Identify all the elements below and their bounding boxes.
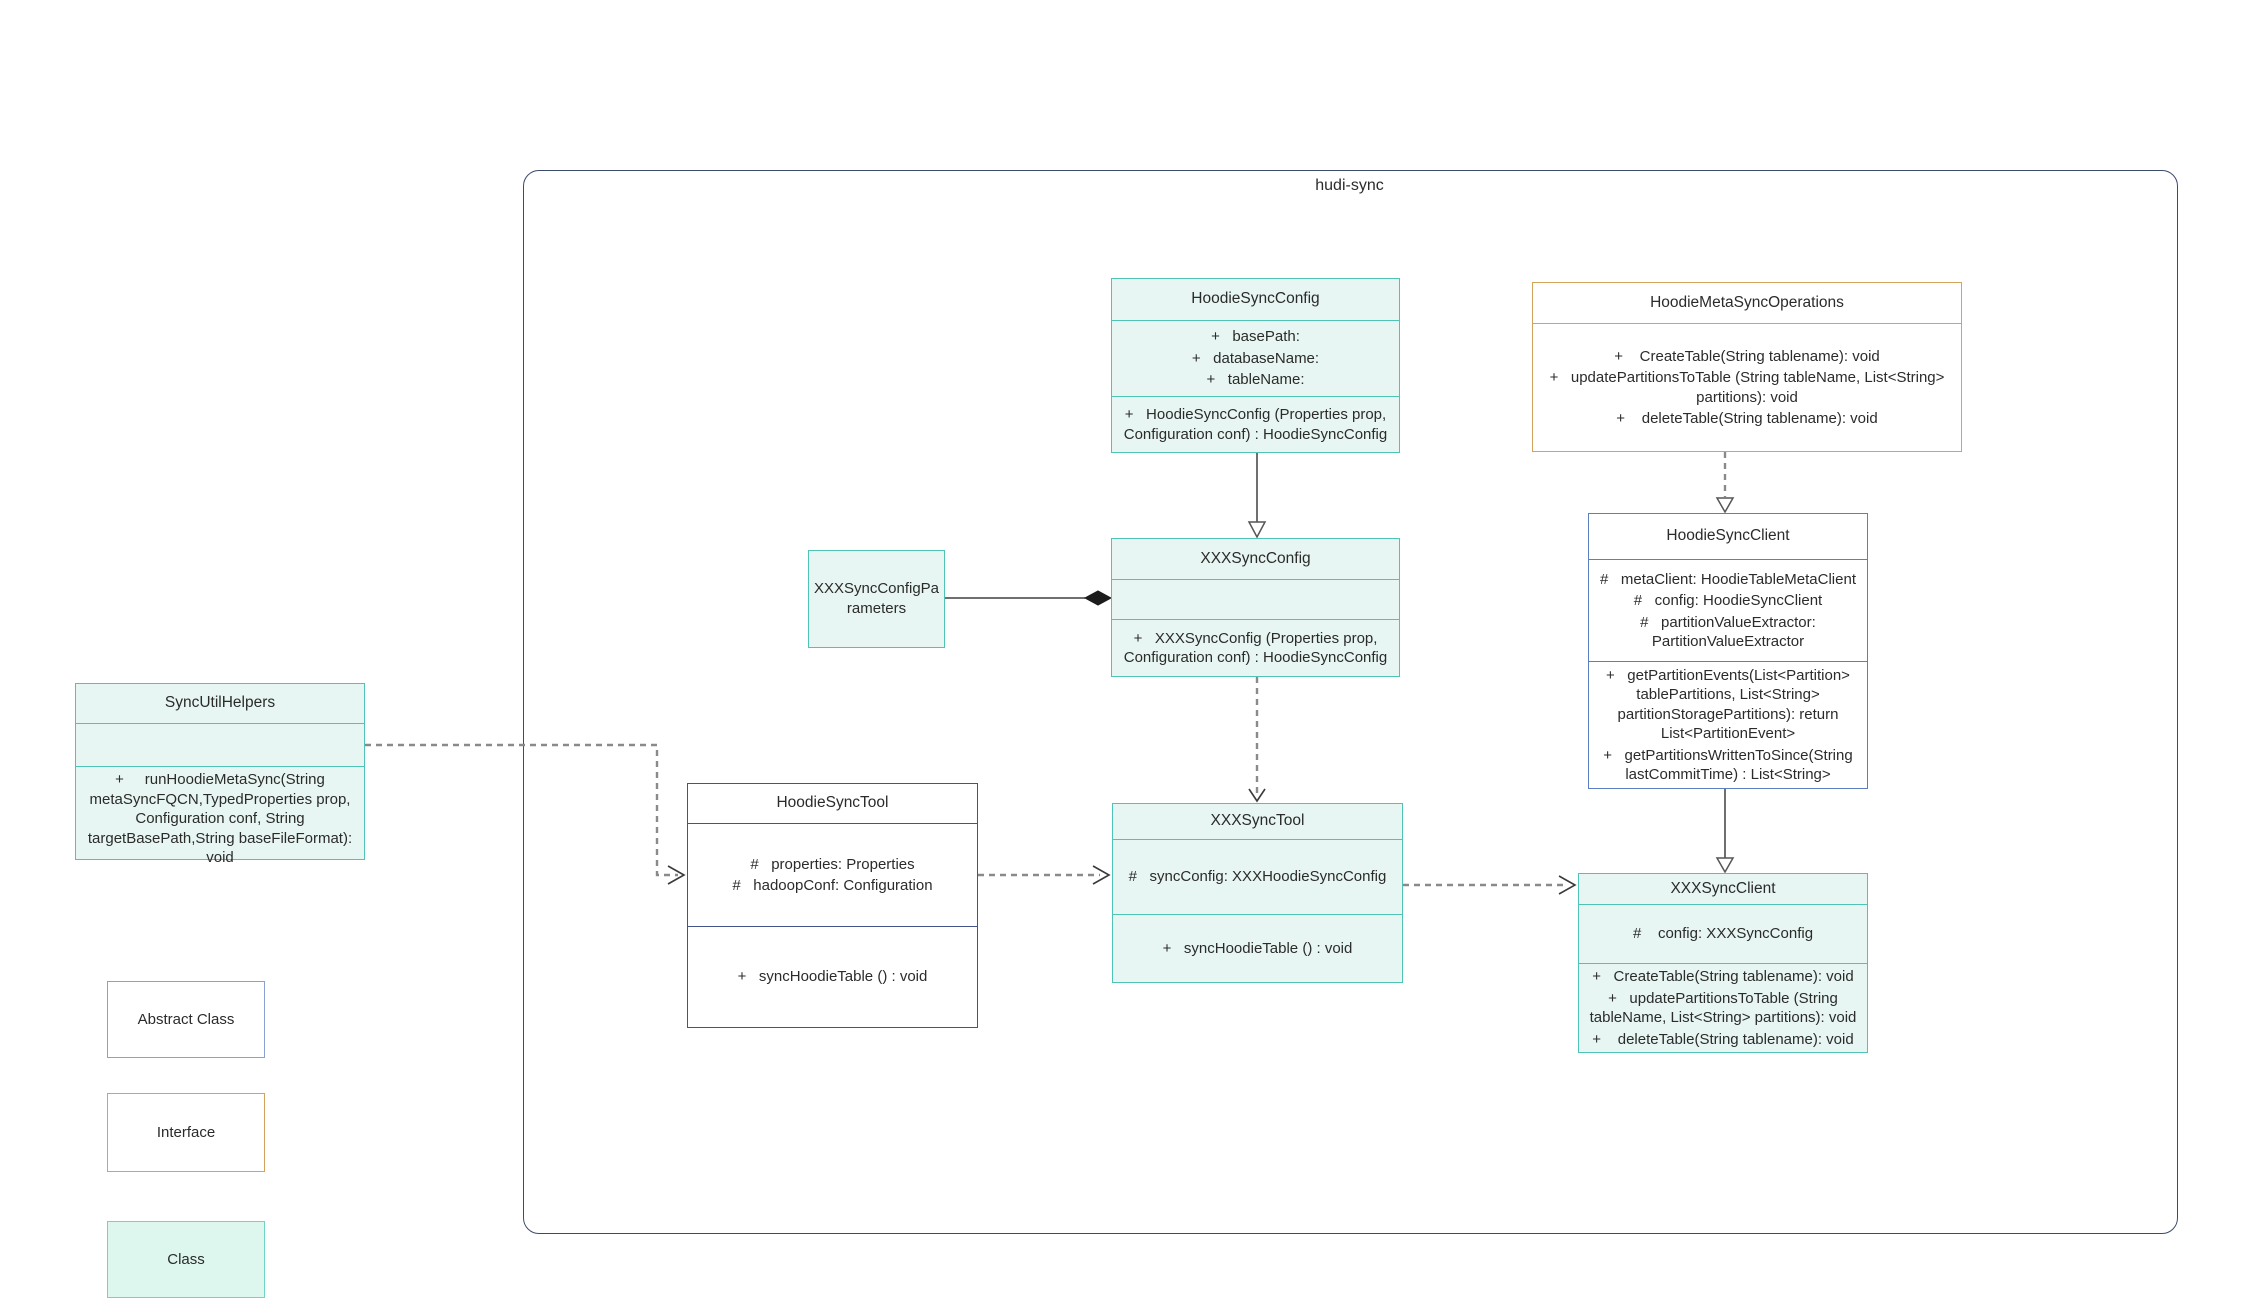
class-title: HoodieSyncClient: [1666, 527, 1790, 545]
interface-methods: + CreateTable(String tablename): void + …: [1533, 323, 1961, 451]
abstract-class-hoodiesyncclient[interactable]: HoodieSyncClient # metaClient: HoodieTab…: [1588, 513, 1868, 789]
legend-class-label: Class: [167, 1251, 205, 1268]
class-attributes: # metaClient: HoodieTableMetaClient # co…: [1589, 559, 1867, 661]
class-syncutilhelpers[interactable]: SyncUtilHelpers + runHoodieMetaSync(Stri…: [75, 683, 365, 866]
class-methods: + CreateTable(String tablename): void + …: [1579, 963, 1867, 1052]
class-methods: + XXXSyncConfig (Properties prop, Config…: [1112, 619, 1399, 676]
class-hoodiesyncconfig[interactable]: HoodieSyncConfig + basePath: + databaseN…: [1111, 278, 1400, 453]
class-methods: + HoodieSyncConfig (Properties prop, Con…: [1112, 396, 1399, 452]
class-title: XXXSyncTool: [1210, 812, 1305, 830]
class-methods: + runHoodieMetaSync(String metaSyncFQCN,…: [76, 766, 364, 871]
legend-abstract-class-label: Abstract Class: [137, 1011, 235, 1028]
class-methods: + syncHoodieTable () : void: [1113, 914, 1402, 982]
class-title: HoodieSyncConfig: [1191, 290, 1320, 308]
class-xxxsynctool[interactable]: XXXSyncTool # syncConfig: XXXHoodieSyncC…: [1112, 803, 1403, 983]
legend-interface[interactable]: Interface: [107, 1093, 265, 1172]
class-attributes: + basePath: + databaseName: + tableName:: [1112, 320, 1399, 396]
class-methods: + getPartitionEvents(List<Partition> tab…: [1589, 661, 1867, 788]
class-title: HoodieSyncTool: [776, 794, 889, 812]
class-title: SyncUtilHelpers: [164, 694, 276, 712]
hudi-sync-package-label: hudi-sync: [1315, 177, 1384, 194]
hudi-sync-package-frame[interactable]: [523, 170, 2178, 1234]
class-title: XXXSyncConfig: [1200, 549, 1311, 567]
class-title: XXXSyncClient: [1670, 879, 1776, 897]
class-xxxsyncclient[interactable]: XXXSyncClient # config: XXXSyncConfig + …: [1578, 873, 1868, 1053]
legend-class[interactable]: Class: [107, 1221, 265, 1298]
class-attributes: # config: XXXSyncConfig: [1579, 904, 1867, 963]
interface-title: HoodieMetaSyncOperations: [1650, 293, 1844, 311]
class-attributes-empty: [1112, 579, 1399, 619]
interface-hoodiemetasyncoperations[interactable]: HoodieMetaSyncOperations + CreateTable(S…: [1532, 282, 1962, 452]
class-attributes: # syncConfig: XXXHoodieSyncConfig: [1113, 839, 1402, 914]
class-methods: + syncHoodieTable () : void: [688, 926, 977, 1027]
legend-interface-label: Interface: [156, 1124, 216, 1141]
abstract-class-hoodiesynctool[interactable]: HoodieSyncTool # properties: Properties …: [687, 783, 978, 1028]
class-xxxsyncconfigparameters[interactable]: XXXSyncConfigParameters: [808, 550, 945, 648]
class-title: XXXSyncConfigParameters: [813, 579, 940, 617]
class-attributes-empty: [76, 723, 364, 766]
legend-abstract-class[interactable]: Abstract Class: [107, 981, 265, 1058]
class-attributes: # properties: Properties # hadoopConf: C…: [688, 823, 977, 926]
class-xxxsyncconfig[interactable]: XXXSyncConfig + XXXSyncConfig (Propertie…: [1111, 538, 1400, 677]
